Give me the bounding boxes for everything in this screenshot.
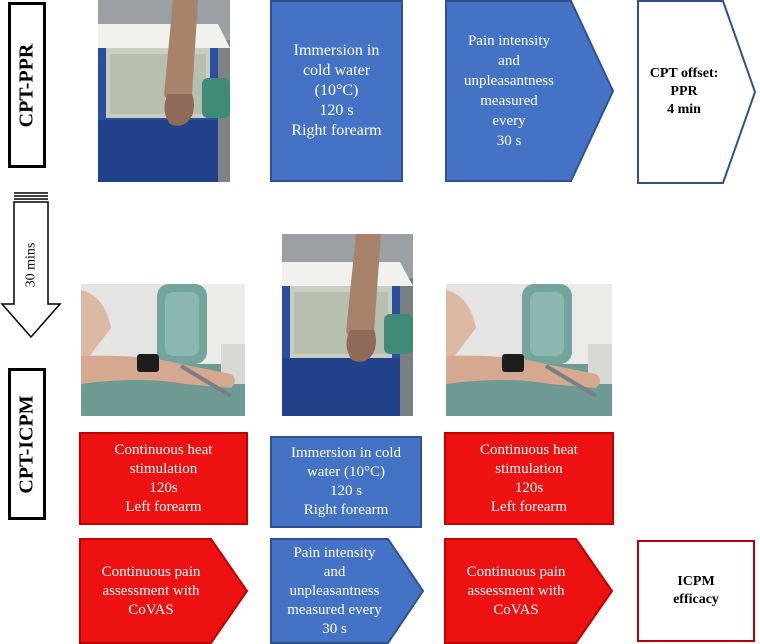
heat-stimulation-photo-left-2 [446, 284, 612, 416]
icpm-covas-arrow-shape-2 [444, 538, 614, 644]
cpt-ppr-label-text: CPT-PPR [15, 43, 38, 127]
ppr-offset-text: CPT offset: PPR 4 min [649, 66, 719, 117]
interval-label: 30 mins [23, 242, 39, 288]
icpm-pain-text: Pain intensity and unpleasantness measur… [287, 544, 382, 637]
heat-stimulation-photo-left-1 [81, 284, 245, 416]
ppr-immersion-box: Immersion in cold water (10°C) 120 s Rig… [270, 0, 403, 182]
ppr-offset-arrow-shape [637, 0, 757, 184]
icpm-heat-box-1: Continuous heat stimulation 120s Left fo… [79, 432, 248, 525]
down-arrow-icon [0, 192, 62, 339]
cpt-icpm-label-text: CPT-ICPM [15, 394, 38, 494]
ppr-pain-text: Pain intensity and unpleasantness measur… [464, 33, 554, 149]
icpm-covas-text-1: Continuous pain assessment with CoVAS [101, 563, 201, 618]
icpm-pain-arrow-shape [270, 538, 425, 644]
icpm-immersion-box: Immersion in cold water (10°C) 120 s Rig… [270, 436, 422, 528]
cpt-icpm-label: CPT-ICPM [8, 368, 46, 520]
icpm-covas-text-2: Continuous pain assessment with CoVAS [466, 563, 566, 618]
ppr-pain-arrow-shape [445, 0, 615, 182]
cooler-immersion-photo-icpm [282, 234, 413, 416]
icpm-covas-arrow-shape-1 [79, 538, 249, 644]
icpm-efficacy-box: ICPM efficacy [637, 540, 755, 642]
icpm-heat-box-2: Continuous heat stimulation 120s Left fo… [444, 432, 614, 525]
cpt-ppr-label: CPT-PPR [8, 2, 46, 168]
cooler-immersion-photo-top [98, 0, 230, 182]
